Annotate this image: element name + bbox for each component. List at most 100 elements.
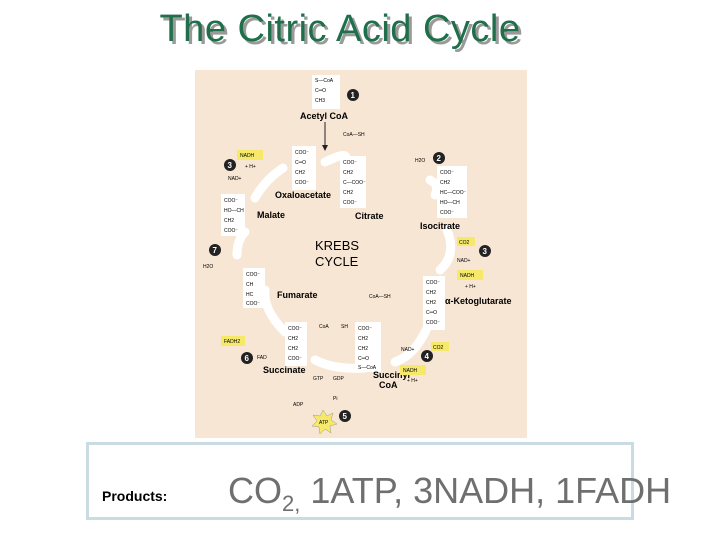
- fadh2-highlight: [221, 336, 245, 346]
- svg-text:NADH: NADH: [460, 273, 475, 279]
- svg-text:CoA: CoA: [319, 324, 329, 330]
- svg-text:CH2: CH2: [426, 300, 436, 306]
- svg-text:C═O: C═O: [295, 160, 306, 166]
- label-succinyl-coa-2: CoA: [379, 380, 398, 390]
- svg-text:CH2: CH2: [288, 346, 298, 352]
- svg-text:+ H+: + H+: [465, 284, 476, 290]
- svg-text:NAD+: NAD+: [401, 347, 415, 353]
- svg-text:CH2: CH2: [358, 336, 368, 342]
- svg-text:CoA—SH: CoA—SH: [369, 294, 391, 300]
- label-fumarate: Fumarate: [277, 290, 318, 300]
- krebs-cycle-diagram: S—CoA C═O CH3 Acetyl CoA CoA—SH COO⁻ C═O…: [195, 70, 527, 438]
- citrate-structure: COO⁻ CH2 C—COO⁻ CH2 COO⁻: [340, 156, 366, 208]
- svg-text:ATP: ATP: [319, 420, 329, 426]
- svg-text:4: 4: [425, 352, 430, 361]
- svg-text:+ H+: + H+: [245, 164, 256, 170]
- nadh-left-highlight: [237, 150, 263, 160]
- svg-text:COO⁻: COO⁻: [246, 272, 260, 278]
- svg-text:COO⁻: COO⁻: [288, 356, 302, 362]
- label-succinate: Succinate: [263, 365, 306, 375]
- svg-text:C═O: C═O: [426, 310, 437, 316]
- svg-text:HO—CH: HO—CH: [224, 208, 244, 214]
- svg-text:NADH: NADH: [403, 368, 418, 374]
- svg-text:CoA—SH: CoA—SH: [343, 132, 365, 138]
- svg-text:Pi: Pi: [333, 396, 337, 402]
- products-label: Products:: [102, 488, 168, 504]
- svg-text:NAD+: NAD+: [228, 176, 242, 182]
- nadh-lower-highlight: [400, 365, 426, 375]
- svg-text:CH2: CH2: [343, 190, 353, 196]
- svg-text:COO⁻: COO⁻: [440, 170, 454, 176]
- krebs-label-line2: CYCLE: [315, 254, 359, 269]
- label-citrate: Citrate: [355, 211, 384, 221]
- krebs-label-line1: KREBS: [315, 238, 359, 253]
- step-7-circle: [209, 244, 221, 256]
- label-isocitrate: Isocitrate: [420, 221, 460, 231]
- svg-text:C═O: C═O: [315, 88, 326, 94]
- svg-text:COO⁻: COO⁻: [343, 200, 357, 206]
- svg-text:HC: HC: [246, 292, 254, 298]
- step-4-circle: [421, 350, 433, 362]
- succinyl-coa-structure: COO⁻ CH2 CH2 C═O S—CoA: [355, 322, 381, 372]
- svg-text:COO⁻: COO⁻: [358, 326, 372, 332]
- step-1-circle: [347, 89, 359, 101]
- svg-text:ADP: ADP: [293, 402, 304, 408]
- label-acetyl-coa: Acetyl CoA: [300, 111, 349, 121]
- svg-text:H2O: H2O: [415, 158, 425, 164]
- label-ketoglutarate: α-Ketoglutarate: [445, 296, 512, 306]
- label-malate: Malate: [257, 210, 285, 220]
- svg-text:CO2: CO2: [459, 240, 470, 246]
- step-2-circle: [433, 152, 445, 164]
- arrow-citrate-isocitrate: [425, 175, 442, 200]
- products-text: CO2, 1ATP, 3NADH, 1FADH: [228, 470, 671, 517]
- acetyl-coa-structure: S—CoA C═O CH3: [312, 75, 340, 109]
- svg-text:FAD: FAD: [257, 355, 267, 361]
- products-co: CO: [228, 470, 282, 511]
- svg-text:SH: SH: [341, 324, 348, 330]
- svg-text:GDP: GDP: [333, 376, 345, 382]
- svg-text:CH3: CH3: [315, 98, 325, 104]
- svg-text:COO⁻: COO⁻: [224, 228, 238, 234]
- svg-text:CH2: CH2: [295, 170, 305, 176]
- malate-structure: COO⁻ HO—CH CH2 COO⁻: [221, 194, 245, 236]
- fumarate-structure: COO⁻ CH HC COO⁻: [243, 268, 265, 308]
- co2-lower-highlight: [431, 342, 449, 351]
- svg-text:CH: CH: [246, 282, 254, 288]
- svg-text:CH2: CH2: [224, 218, 234, 224]
- svg-text:COO⁻: COO⁻: [426, 320, 440, 326]
- svg-text:GTP: GTP: [313, 376, 324, 382]
- products-sub: 2,: [282, 491, 301, 517]
- step-6-circle: [241, 352, 253, 364]
- svg-text:2: 2: [437, 154, 442, 163]
- svg-text:COO⁻: COO⁻: [295, 150, 309, 156]
- svg-text:CH2: CH2: [343, 170, 353, 176]
- svg-text:6: 6: [245, 354, 250, 363]
- label-oxaloacetate: Oxaloacetate: [275, 190, 331, 200]
- svg-text:H2O: H2O: [203, 264, 213, 270]
- svg-text:C═O: C═O: [358, 356, 369, 362]
- svg-text:CH2: CH2: [440, 180, 450, 186]
- svg-text:CH2: CH2: [426, 290, 436, 296]
- svg-text:COO⁻: COO⁻: [246, 301, 260, 307]
- svg-text:COO⁻: COO⁻: [224, 198, 238, 204]
- svg-text:S—CoA: S—CoA: [315, 78, 334, 84]
- svg-text:7: 7: [213, 246, 218, 255]
- arrow-malate-oxalo: [250, 163, 288, 203]
- products-rest: 1ATP, 3NADH, 1FADH: [300, 470, 672, 511]
- svg-text:3: 3: [483, 247, 488, 256]
- svg-text:HO—CH: HO—CH: [440, 200, 460, 206]
- step-5-circle: [339, 410, 351, 422]
- svg-text:COO⁻: COO⁻: [295, 180, 309, 186]
- products-box: [86, 442, 634, 520]
- krebs-cycle-svg: S—CoA C═O CH3 Acetyl CoA CoA—SH COO⁻ C═O…: [203, 75, 512, 435]
- svg-text:C—COO⁻: C—COO⁻: [343, 180, 366, 186]
- svg-text:3: 3: [228, 161, 233, 170]
- svg-text:COO⁻: COO⁻: [343, 160, 357, 166]
- svg-text:COO⁻: COO⁻: [288, 326, 302, 332]
- ketoglutarate-structure: COO⁻ CH2 CH2 C═O COO⁻: [423, 276, 445, 330]
- succinate-structure: COO⁻ CH2 CH2 COO⁻: [285, 322, 307, 366]
- step-3-left-circle: [224, 159, 236, 171]
- svg-text:NAD+: NAD+: [457, 258, 471, 264]
- svg-text:CH2: CH2: [288, 336, 298, 342]
- svg-text:COO⁻: COO⁻: [440, 210, 454, 216]
